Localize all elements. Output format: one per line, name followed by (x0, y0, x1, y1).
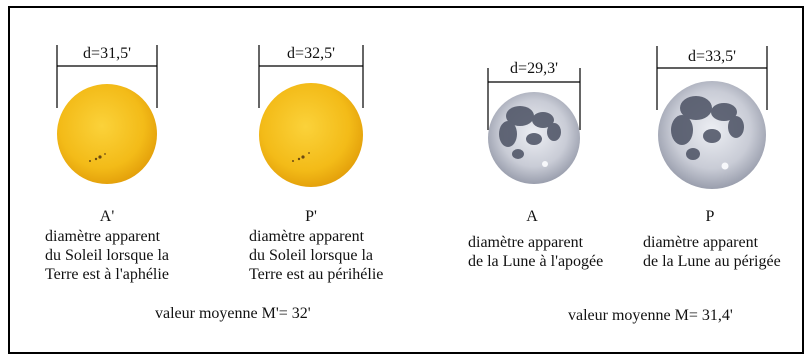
caption-line: diamètre apparent (468, 234, 584, 251)
moon-average-value: valeur moyenne M= 31,4' (568, 307, 733, 324)
sunspot-cluster (89, 153, 106, 162)
moon-apogee-letter: A (526, 208, 538, 225)
caption-line: diamètre apparent (643, 234, 759, 251)
moon-apogee-group (487, 68, 581, 184)
moon-apogee-caption: diamètre apparent de la Lune à l'apogée (468, 233, 603, 271)
sun-perihelion-letter: P' (305, 208, 317, 225)
sun-perihelion-diameter: d=32,5' (287, 45, 335, 62)
moon-perigee-letter: P (705, 208, 715, 225)
figure-frame: d=31,5' d=32,5' d=29,3' d=33,5' A' P' A … (8, 6, 804, 354)
dimension-bracket (56, 45, 158, 108)
lunar-maria (671, 96, 744, 160)
caption-line: de la Lune à l'apogée (468, 253, 604, 270)
moon-perigee-group (656, 46, 768, 189)
sun-perihelion-group (258, 45, 364, 187)
sun-aphelion-group (56, 45, 158, 184)
caption-line: Terre est à l'aphélie (45, 266, 169, 283)
sun-average-value: valeur moyenne M'= 32' (155, 305, 311, 322)
sun-aphelion-caption: diamètre apparent du Soleil lorsque la T… (45, 227, 169, 284)
caption-line: diamètre apparent (249, 228, 365, 245)
sun-disc (57, 84, 157, 184)
crater-tycho (721, 162, 729, 170)
caption-line: Terre est au périhélie (249, 266, 384, 283)
moon-apogee-diameter: d=29,3' (510, 60, 558, 77)
sun-aphelion-letter: A' (99, 208, 115, 225)
dimension-bracket (258, 45, 364, 108)
moon-perigee-diameter: d=33,5' (688, 48, 736, 65)
sunspot-cluster (292, 152, 310, 162)
moon-perigee-caption: diamètre apparent de la Lune au périgée (643, 233, 781, 271)
caption-line: diamètre apparent (45, 228, 161, 245)
dimension-bracket (487, 68, 581, 130)
crater-tycho (542, 161, 548, 167)
lunar-maria (499, 106, 561, 159)
caption-line: de la Lune au périgée (643, 253, 781, 270)
caption-line: du Soleil lorsque la (45, 247, 169, 264)
figure-drawing (56, 45, 768, 189)
dimension-bracket (656, 46, 768, 110)
caption-line: du Soleil lorsque la (249, 247, 373, 264)
sun-aphelion-diameter: d=31,5' (83, 45, 131, 62)
sun-disc (259, 83, 363, 187)
sun-perihelion-caption: diamètre apparent du Soleil lorsque la T… (249, 227, 383, 284)
